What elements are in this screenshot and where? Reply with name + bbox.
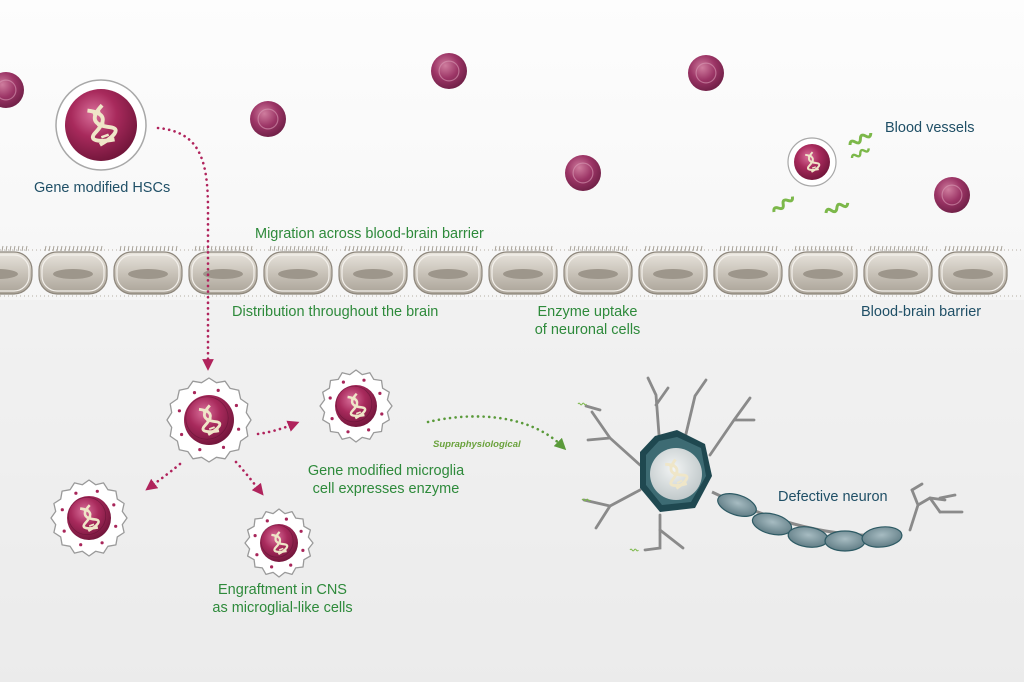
barrier-cell (788, 245, 858, 295)
circulating-hsc (787, 137, 837, 187)
barrier-cell (863, 245, 933, 295)
label-enzyme-uptake: Enzyme uptake of neuronal cells (520, 303, 655, 339)
migration-arrows (145, 126, 300, 496)
microglia-cell (166, 377, 252, 463)
barrier-cell (113, 245, 183, 295)
microglia-cell (50, 479, 128, 557)
label-enzyme-uptake-line1: Enzyme uptake (537, 304, 638, 320)
microglia-cells (50, 369, 393, 578)
red-blood-cell (934, 177, 970, 213)
barrier-cell (263, 245, 333, 295)
red-blood-cell (250, 101, 286, 137)
blood-cells (0, 53, 970, 213)
barrier-cell (38, 245, 108, 295)
barrier-cell (188, 245, 258, 295)
microglia-cell (244, 508, 314, 578)
barrier-cell (338, 245, 408, 295)
barrier-cell (488, 245, 558, 295)
red-blood-cell (0, 72, 24, 108)
barrier-cell (638, 245, 708, 295)
label-gene-modified-hscs: Gene modified HSCs (34, 180, 171, 196)
label-defective-neuron: Defective neuron (778, 489, 888, 505)
label-migration: Migration across blood-brain barrier (255, 226, 484, 242)
defective-neuron (577, 376, 964, 552)
barrier-cell (563, 245, 633, 295)
brain-region-background (0, 300, 1024, 682)
barrier-cell (0, 245, 33, 295)
label-engraftment-line2: as microglial-like cells (212, 600, 353, 616)
label-engraftment: Engraftment in CNS as microglial-like ce… (200, 581, 365, 617)
red-blood-cell (565, 155, 601, 191)
label-engraftment-line1: Engraftment in CNS (218, 582, 347, 598)
hsc-cell (55, 79, 147, 171)
label-microglia-line1: Gene modified microglia (307, 463, 465, 479)
microglia-cell (319, 369, 393, 443)
label-blood-vessels: Blood vessels (885, 120, 975, 136)
barrier-cell (713, 245, 783, 295)
barrier-cell (413, 245, 483, 295)
red-blood-cell (431, 53, 467, 89)
label-distribution: Distribution throughout the brain (232, 304, 439, 320)
red-blood-cell (688, 55, 724, 91)
barrier-cell (938, 245, 1008, 295)
blood-brain-barrier (0, 245, 1024, 297)
label-enzyme-uptake-line2: of neuronal cells (534, 322, 641, 338)
label-supraphysiological: Supraphysiological (433, 439, 521, 450)
label-gene-modified-microglia: Gene modified microglia cell expresses e… (286, 462, 486, 498)
label-blood-brain-barrier: Blood-brain barrier (861, 304, 982, 320)
label-microglia-line2: cell expresses enzyme (312, 481, 460, 497)
